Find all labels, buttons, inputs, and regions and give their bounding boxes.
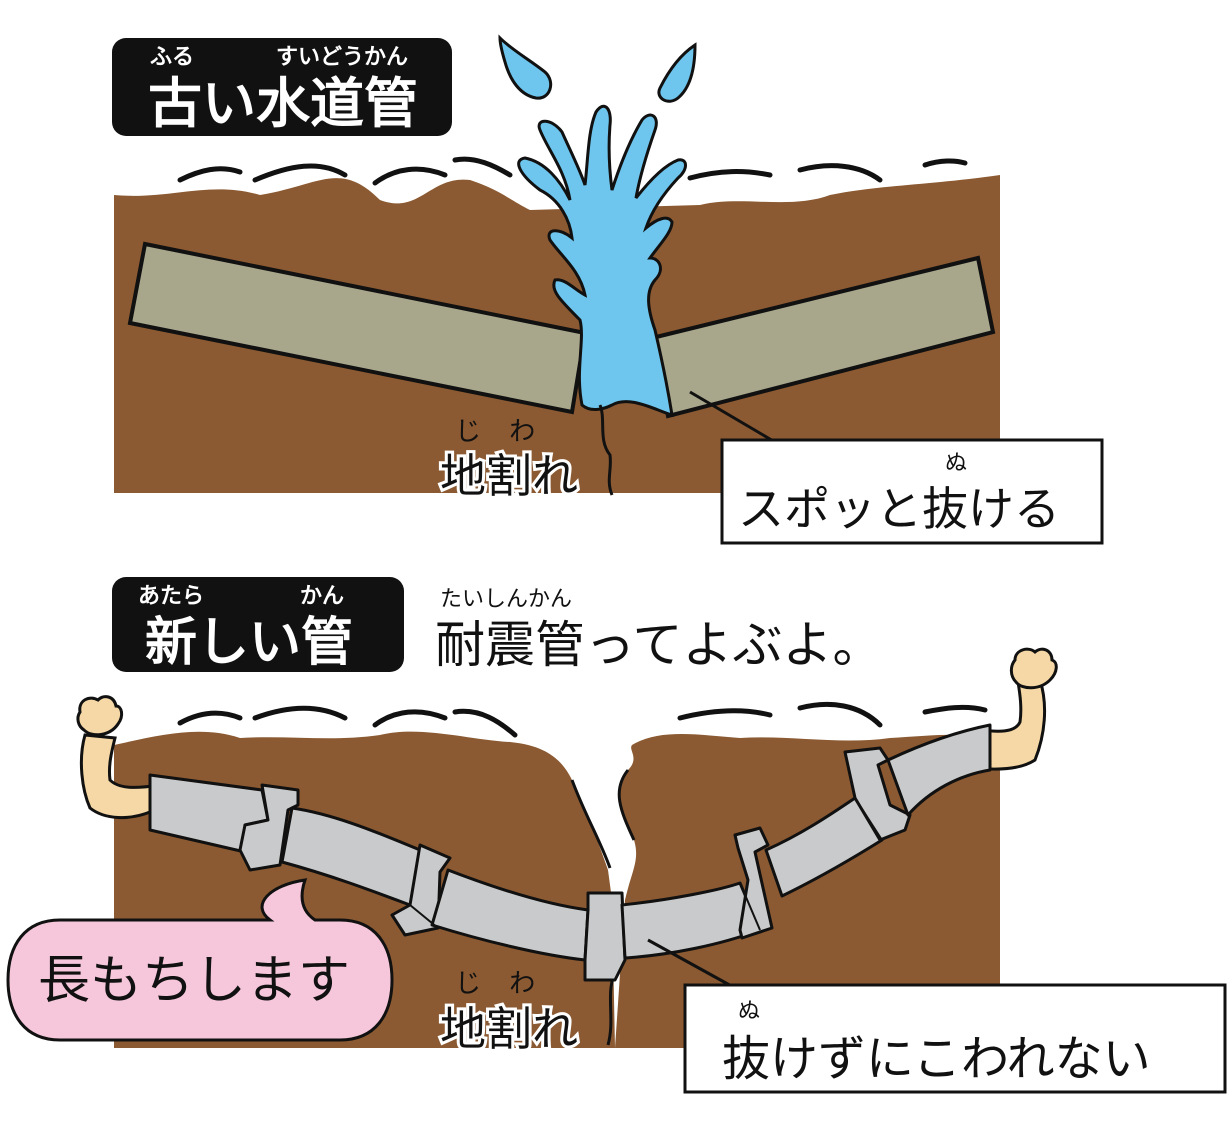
- top-callout-box: [720, 438, 1104, 545]
- new-pipe: [148, 723, 992, 982]
- top-title-box: [112, 38, 452, 136]
- water-spray-icon: [498, 34, 697, 418]
- top-title-ruby-2: すいどうかん: [276, 45, 408, 70]
- bottom-title-box: [112, 577, 404, 672]
- caption-ruby: たいしんかん: [440, 587, 572, 612]
- bottom-title: 新しい管: [145, 613, 353, 673]
- bottom-title-ruby-2: かん: [300, 584, 344, 609]
- bottom-callout-box: [683, 983, 1227, 1094]
- top-panel: ふる すいどうかん 古い水道管 じ わ 地割れ: [112, 34, 1104, 545]
- caption: 耐震管ってよぶよ。: [435, 616, 883, 674]
- bottom-panel: あたら かん 新しい管 たいしんかん 耐震管ってよぶよ。: [6, 577, 1227, 1094]
- top-callout-text: スポッと抜ける: [738, 482, 1060, 536]
- top-callout-leader: [689, 390, 776, 444]
- top-callout-ruby: ぬ: [945, 451, 967, 476]
- speech-bubble-text: 長もちします: [38, 951, 350, 1011]
- old-pipe-left: [127, 241, 588, 415]
- top-crack-ruby: じ わ: [455, 417, 545, 447]
- bottom-callout-ruby: ぬ: [738, 999, 760, 1024]
- top-crack-label: 地割れ: [440, 449, 578, 503]
- top-title-ruby-1: ふる: [150, 45, 194, 70]
- speech-bubble: [6, 878, 394, 1042]
- top-surface-lines: [177, 156, 968, 186]
- bottom-crack-ruby: じ わ: [455, 969, 545, 999]
- bottom-crack-label: 地割れ: [440, 1002, 578, 1056]
- left-arm-icon: [76, 695, 163, 820]
- bottom-callout-text: 抜けずにこわれない: [722, 1031, 1151, 1087]
- top-title: 古い水道管: [148, 72, 418, 135]
- bottom-callout-leader: [647, 938, 736, 990]
- pipe-seams: [244, 797, 883, 961]
- bottom-title-ruby-1: あたら: [138, 584, 204, 609]
- bottom-surface-lines: [177, 701, 988, 738]
- top-crack: [598, 404, 614, 496]
